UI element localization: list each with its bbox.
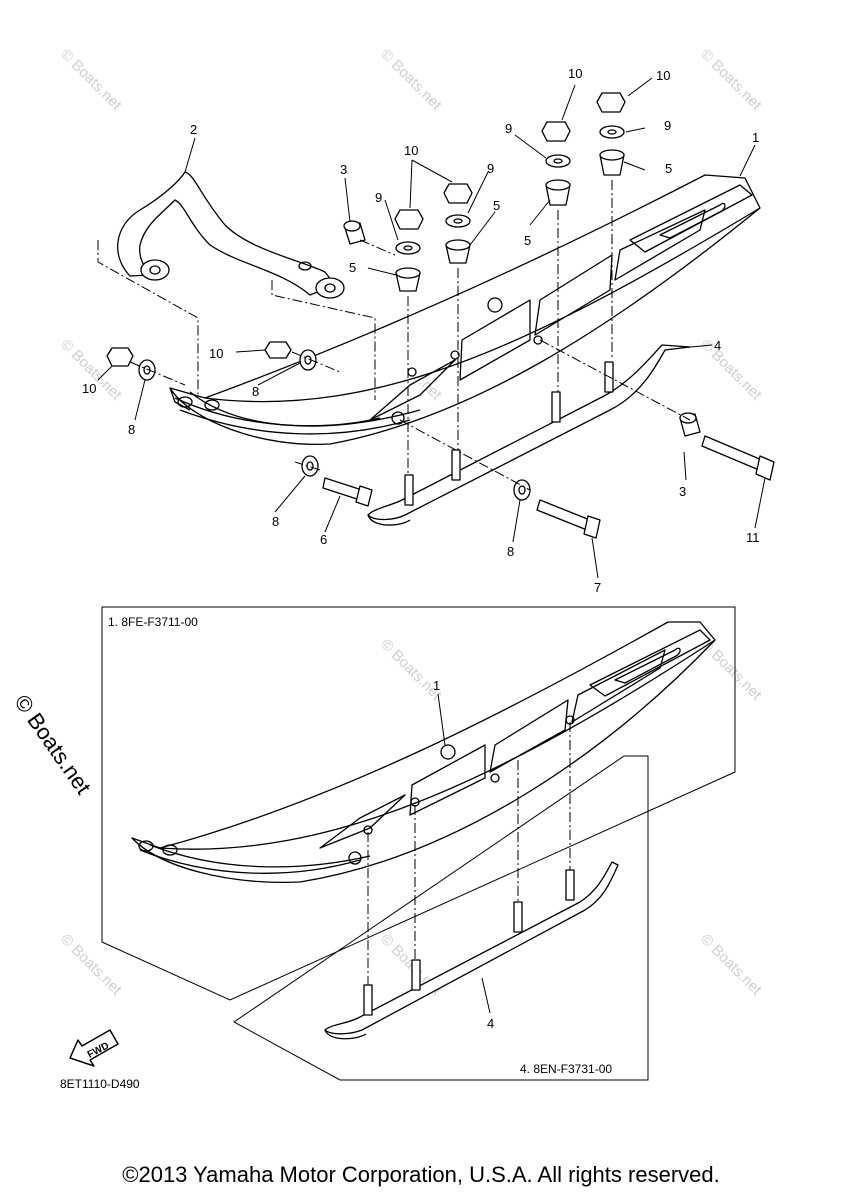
collars xyxy=(395,149,625,292)
nuts xyxy=(106,92,626,367)
ski-handle xyxy=(117,171,345,299)
inset-views: 1. 8FE-F3711-00 4. 8EN-F3731-00 xyxy=(101,606,736,1081)
washers xyxy=(395,125,625,255)
watermark-text: © Boats.net xyxy=(377,46,445,114)
runner xyxy=(367,344,691,526)
callouts-upper: 1 2 3 3 4 5 5 5 5 6 7 8 8 8 8 9 9 9 9 10… xyxy=(82,66,760,595)
inset-callout-1: 1 xyxy=(433,678,440,693)
bolts xyxy=(322,435,775,539)
callout-7: 7 xyxy=(594,580,601,595)
callout-5: 5 xyxy=(349,260,356,275)
inset-leader-lines xyxy=(437,693,491,1014)
callout-4: 4 xyxy=(714,338,721,353)
callout-6: 6 xyxy=(320,532,327,547)
runner-inset-frame xyxy=(233,755,649,1081)
ski-inset-frame xyxy=(101,606,736,1001)
callout-3: 3 xyxy=(679,484,686,499)
callout-8: 8 xyxy=(507,544,514,559)
callout-10: 10 xyxy=(209,346,223,361)
leader-lines xyxy=(97,77,766,579)
callout-8: 8 xyxy=(128,422,135,437)
callout-5: 5 xyxy=(493,198,500,213)
inset-alignment-lines xyxy=(367,722,571,985)
callout-5: 5 xyxy=(524,233,531,248)
watermark-text: © Boats.net xyxy=(57,46,125,114)
callout-1: 1 xyxy=(752,130,759,145)
callout-9: 9 xyxy=(375,190,382,205)
alignment-lines xyxy=(97,180,691,491)
watermark-text: © Boats.net xyxy=(377,636,445,704)
callout-10: 10 xyxy=(404,143,418,158)
callout-2: 2 xyxy=(190,122,197,137)
callout-10: 10 xyxy=(82,381,96,396)
callout-9: 9 xyxy=(487,161,494,176)
exploded-view xyxy=(97,77,775,579)
callout-10: 10 xyxy=(568,66,582,81)
watermark-text: © Boats.net xyxy=(697,336,765,404)
callout-9: 9 xyxy=(664,118,671,133)
flat-washers xyxy=(138,349,531,501)
fwd-arrow-icon: FWD xyxy=(69,1029,119,1067)
callout-5: 5 xyxy=(665,161,672,176)
callout-10: 10 xyxy=(656,68,670,83)
watermark-text: © Boats.net xyxy=(57,931,125,999)
callout-11: 11 xyxy=(746,530,760,545)
ski-body xyxy=(169,174,761,446)
inset-runner xyxy=(324,861,619,1040)
watermark-text: © Boats.net xyxy=(697,931,765,999)
copyright-notice: ©2013 Yamaha Motor Corporation, U.S.A. A… xyxy=(122,1162,720,1187)
ski-part-label: 1. 8FE-F3711-00 xyxy=(108,615,198,629)
callout-8: 8 xyxy=(252,384,259,399)
inset-ski-body xyxy=(131,621,716,883)
inset-callout-4: 4 xyxy=(487,1016,494,1031)
runner-part-label: 4. 8EN-F3731-00 xyxy=(520,1062,612,1076)
watermark-text: © Boats.net xyxy=(697,46,765,114)
callout-9: 9 xyxy=(505,121,512,136)
reference-code: 8ET1110-D490 xyxy=(60,1077,140,1091)
callout-8: 8 xyxy=(272,514,279,529)
bushings xyxy=(343,220,701,437)
callout-3: 3 xyxy=(340,162,347,177)
watermark-text: © Boats.net xyxy=(697,636,765,704)
